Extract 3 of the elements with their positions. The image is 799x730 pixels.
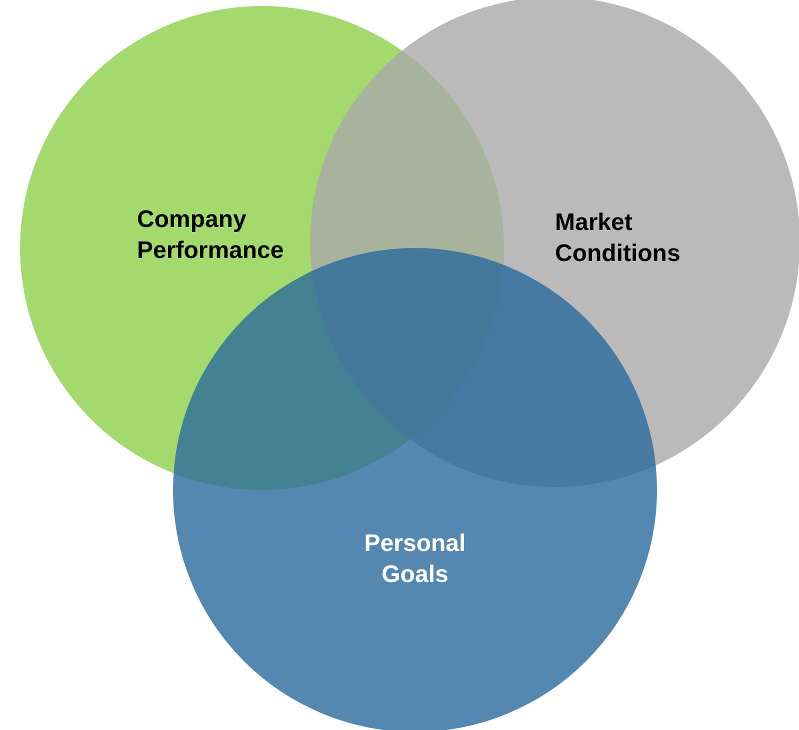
circle-label: Company Performance xyxy=(137,205,285,266)
circle-label: Personal Goals xyxy=(363,529,467,590)
circle-label: Market Conditions xyxy=(555,208,682,269)
